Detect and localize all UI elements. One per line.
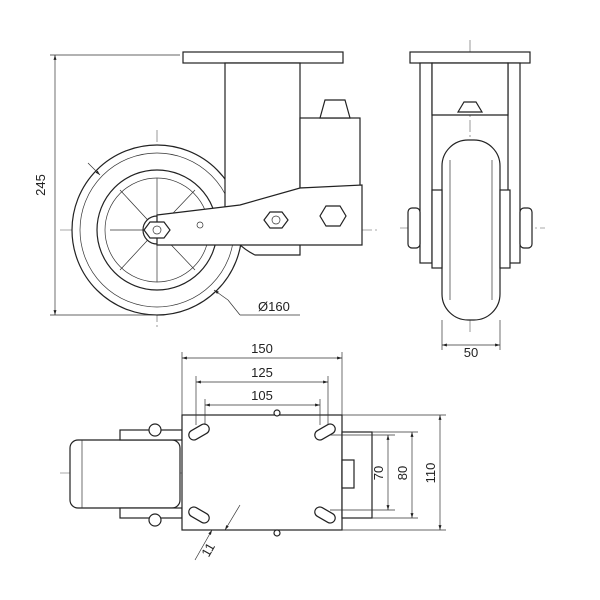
wheel-front <box>441 139 501 321</box>
dim-hole-spacing-outer-width: 80 <box>395 466 410 480</box>
dim-plate-width: 110 <box>423 463 438 484</box>
mounting-slots <box>188 423 336 524</box>
dim-slot-width: 11 <box>198 540 218 559</box>
dim-wheel-width: 50 <box>464 345 478 360</box>
side-view: 245 Ø160 <box>33 51 380 330</box>
dim-hole-spacing-inner-width: 70 <box>371 466 386 480</box>
spring-housing <box>299 117 361 189</box>
top-view: 150 125 105 70 80 110 11 <box>60 341 446 561</box>
dim-wheel-diameter: Ø160 <box>258 299 290 314</box>
top-plate <box>182 51 344 64</box>
dim-hole-spacing-outer-length: 125 <box>251 365 273 380</box>
top-plate-front <box>409 51 531 64</box>
wheel-spokes <box>110 178 196 282</box>
swing-arm <box>156 184 363 246</box>
dim-height: 245 <box>33 174 48 196</box>
front-view: 50 <box>400 40 545 360</box>
wheel-top <box>69 439 181 509</box>
dim-plate-length: 150 <box>251 341 273 356</box>
dim-hole-spacing-inner-length: 105 <box>251 388 273 403</box>
